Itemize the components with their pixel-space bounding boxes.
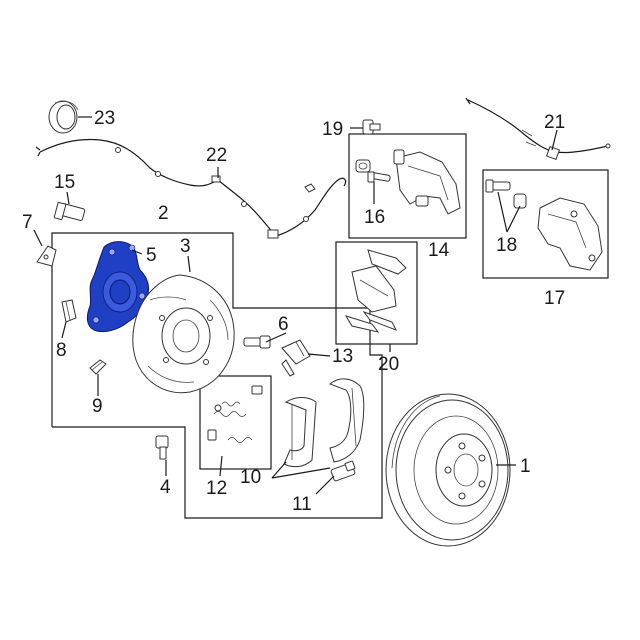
callout-14: 14 <box>428 240 450 261</box>
stud-part[interactable] <box>53 201 86 221</box>
callout-6: 6 <box>278 314 289 335</box>
callout-3: 3 <box>180 236 191 257</box>
callout-15: 15 <box>54 172 75 193</box>
bolt-19-part[interactable] <box>362 119 381 135</box>
brake-pads-part[interactable] <box>344 249 407 333</box>
callout-12: 12 <box>206 478 227 499</box>
hardware-group-box <box>199 375 272 470</box>
callout-17: 17 <box>544 288 565 309</box>
bolt-4-part[interactable] <box>155 435 169 460</box>
callout-8: 8 <box>56 340 67 361</box>
steering-knuckle-highlighted-part[interactable] <box>86 241 149 333</box>
callout-23: 23 <box>94 108 115 129</box>
callout-9: 9 <box>92 396 103 417</box>
callout-7: 7 <box>22 212 33 233</box>
bracket-clip-part[interactable] <box>36 245 57 267</box>
abs-sensor-cable-part[interactable] <box>35 138 347 239</box>
callout-16: 16 <box>364 207 385 228</box>
callout-11: 11 <box>292 494 312 515</box>
bushing-part[interactable] <box>61 299 77 323</box>
callout-1: 1 <box>520 456 531 477</box>
guide-pin-part[interactable] <box>367 171 391 183</box>
bracket-pin-part[interactable] <box>485 179 527 209</box>
callout-5: 5 <box>146 245 157 266</box>
bracket-group-box <box>482 169 609 279</box>
leader-lines <box>33 116 558 495</box>
callout-4: 4 <box>160 477 171 498</box>
brake-hose-part[interactable] <box>465 97 611 161</box>
adjuster-bolt-part[interactable] <box>243 335 271 349</box>
caliper-group-box <box>348 133 467 239</box>
dust-shield-part[interactable] <box>132 274 235 394</box>
knuckle-group-box <box>51 232 383 519</box>
callout-20: 20 <box>378 354 399 375</box>
wheel-cylinder-part[interactable] <box>330 460 356 482</box>
callout-10: 10 <box>240 467 261 488</box>
callout-19: 19 <box>322 119 343 140</box>
plug-part[interactable] <box>89 359 107 375</box>
caliper-boot-part[interactable] <box>355 159 371 173</box>
callout-21: 21 <box>544 112 565 133</box>
parking-brake-lever-part[interactable] <box>281 339 311 377</box>
brake-caliper-part[interactable] <box>393 149 461 215</box>
callout-13: 13 <box>332 346 353 367</box>
caliper-bracket-part[interactable] <box>537 197 603 271</box>
callout-18: 18 <box>496 235 517 256</box>
callout-2: 2 <box>158 203 169 224</box>
callout-labels: 23 22 21 19 15 7 2 5 3 8 9 6 13 20 4 12 … <box>22 108 565 515</box>
spring-hardware-part[interactable] <box>207 385 263 443</box>
brake-shoes-part[interactable] <box>283 378 365 468</box>
seal-ring-part[interactable] <box>48 100 79 134</box>
callout-22: 22 <box>206 145 227 166</box>
pads-group-box <box>335 241 418 345</box>
brake-rotor-part[interactable] <box>385 393 511 547</box>
